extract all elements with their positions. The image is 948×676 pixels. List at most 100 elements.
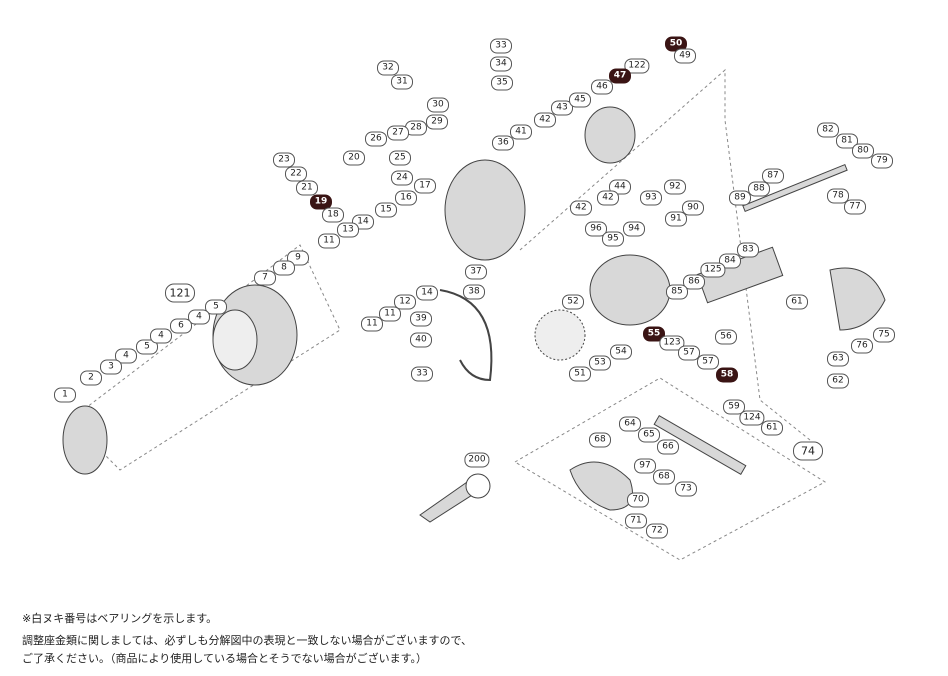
part-label: 123 [659, 335, 685, 351]
handle-arm-part [653, 414, 747, 476]
part-label: 36 [492, 135, 514, 151]
part-label: 42 [570, 200, 592, 216]
part-label: 56 [715, 329, 737, 345]
part-label: 49 [674, 48, 696, 64]
oscillation-shaft-part [742, 163, 848, 213]
part-label: 5 [136, 339, 158, 355]
shim-note-line1: 調整座金類に関しましては、必ずしも分解図中の表現と一致しない場合がございますので… [22, 634, 473, 647]
part-label: 33 [490, 38, 512, 54]
part-label: 91 [665, 211, 687, 227]
part-label: 15 [375, 202, 397, 218]
part-label: 3 [100, 359, 122, 375]
tool-200-ring [465, 473, 491, 499]
part-label: 68 [653, 469, 675, 485]
part-label: 30 [427, 97, 449, 113]
part-label: 11 [379, 306, 401, 322]
part-label: 70 [627, 492, 649, 508]
part-label: 94 [623, 221, 645, 237]
part-label: 6 [170, 318, 192, 334]
part-label: 17 [414, 178, 436, 194]
part-label: 7 [254, 270, 276, 286]
part-label: 51 [569, 366, 591, 382]
part-label: 77 [844, 199, 866, 215]
part-label: 35 [491, 75, 513, 91]
part-label: 39 [410, 311, 432, 327]
part-label: 61 [761, 420, 783, 436]
part-label: 125 [700, 262, 726, 278]
part-label: 80 [852, 143, 874, 159]
part-label: 26 [365, 131, 387, 147]
part-label: 53 [589, 355, 611, 371]
part-label: 84 [719, 253, 741, 269]
part-label: 95 [602, 231, 624, 247]
part-label: 200 [464, 452, 490, 468]
part-label: 42 [534, 112, 556, 128]
shim-note-line2: ご了承ください。（商品により使用している場合とそうでない場合がございます。） [22, 652, 428, 665]
part-label: 68 [589, 432, 611, 448]
part-label: 54 [610, 344, 632, 360]
part-label: 38 [463, 284, 485, 300]
drive-gear-part [534, 309, 586, 361]
part-label: 34 [490, 56, 512, 72]
part-label: 12 [394, 294, 416, 310]
part-label: 83 [737, 242, 759, 258]
part-label: 21 [296, 180, 318, 196]
part-label: 11 [361, 316, 383, 332]
part-label: 11 [318, 233, 340, 249]
part-label: 86 [683, 274, 705, 290]
part-label: 93 [640, 190, 662, 206]
part-label: 25 [389, 150, 411, 166]
part-label: 62 [827, 373, 849, 389]
part-label: 29 [426, 114, 448, 130]
part-label: 42 [597, 190, 619, 206]
part-label: 89 [729, 190, 751, 206]
part-label: 85 [666, 284, 688, 300]
part-label: 97 [634, 458, 656, 474]
part-label: 43 [551, 100, 573, 116]
part-label: 33 [411, 366, 433, 382]
bearing-note: ※白ヌキ番号はベアリングを示します。 [22, 612, 218, 625]
part-label: 52 [562, 294, 584, 310]
part-label: 1 [54, 387, 76, 403]
part-label: 46 [591, 79, 613, 95]
part-label: 4 [115, 348, 137, 364]
stand-part [829, 267, 886, 331]
part-label: 81 [836, 133, 858, 149]
pinion-part [584, 106, 636, 164]
part-label: 74 [793, 441, 823, 461]
part-label: 22 [285, 166, 307, 182]
bearing-part-label: 19 [310, 194, 332, 210]
part-label: 5 [205, 299, 227, 315]
part-label: 20 [343, 150, 365, 166]
part-label: 2 [80, 370, 102, 386]
part-label: 24 [391, 170, 413, 186]
part-label: 57 [678, 345, 700, 361]
part-label: 66 [657, 439, 679, 455]
part-label: 71 [625, 513, 647, 529]
part-label: 14 [416, 285, 438, 301]
part-label: 78 [827, 188, 849, 204]
part-label: 4 [150, 328, 172, 344]
part-label: 90 [682, 200, 704, 216]
part-label: 72 [646, 523, 668, 539]
handle-knob-part [569, 461, 633, 511]
part-label: 121 [165, 283, 195, 303]
spool-skirt-part [212, 309, 258, 371]
part-label: 45 [569, 92, 591, 108]
part-label: 73 [675, 481, 697, 497]
part-label: 40 [410, 332, 432, 348]
part-label: 8 [273, 260, 295, 276]
part-label: 88 [748, 181, 770, 197]
drag-knob-part [62, 405, 108, 475]
part-label: 61 [786, 294, 808, 310]
part-label: 13 [337, 222, 359, 238]
part-label: 122 [624, 58, 650, 74]
bearing-part-label: 58 [716, 367, 738, 383]
part-label: 23 [273, 152, 295, 168]
part-label: 75 [873, 327, 895, 343]
part-label: 92 [664, 179, 686, 195]
spool-group-bracket [69, 244, 341, 471]
body-part [589, 254, 671, 326]
